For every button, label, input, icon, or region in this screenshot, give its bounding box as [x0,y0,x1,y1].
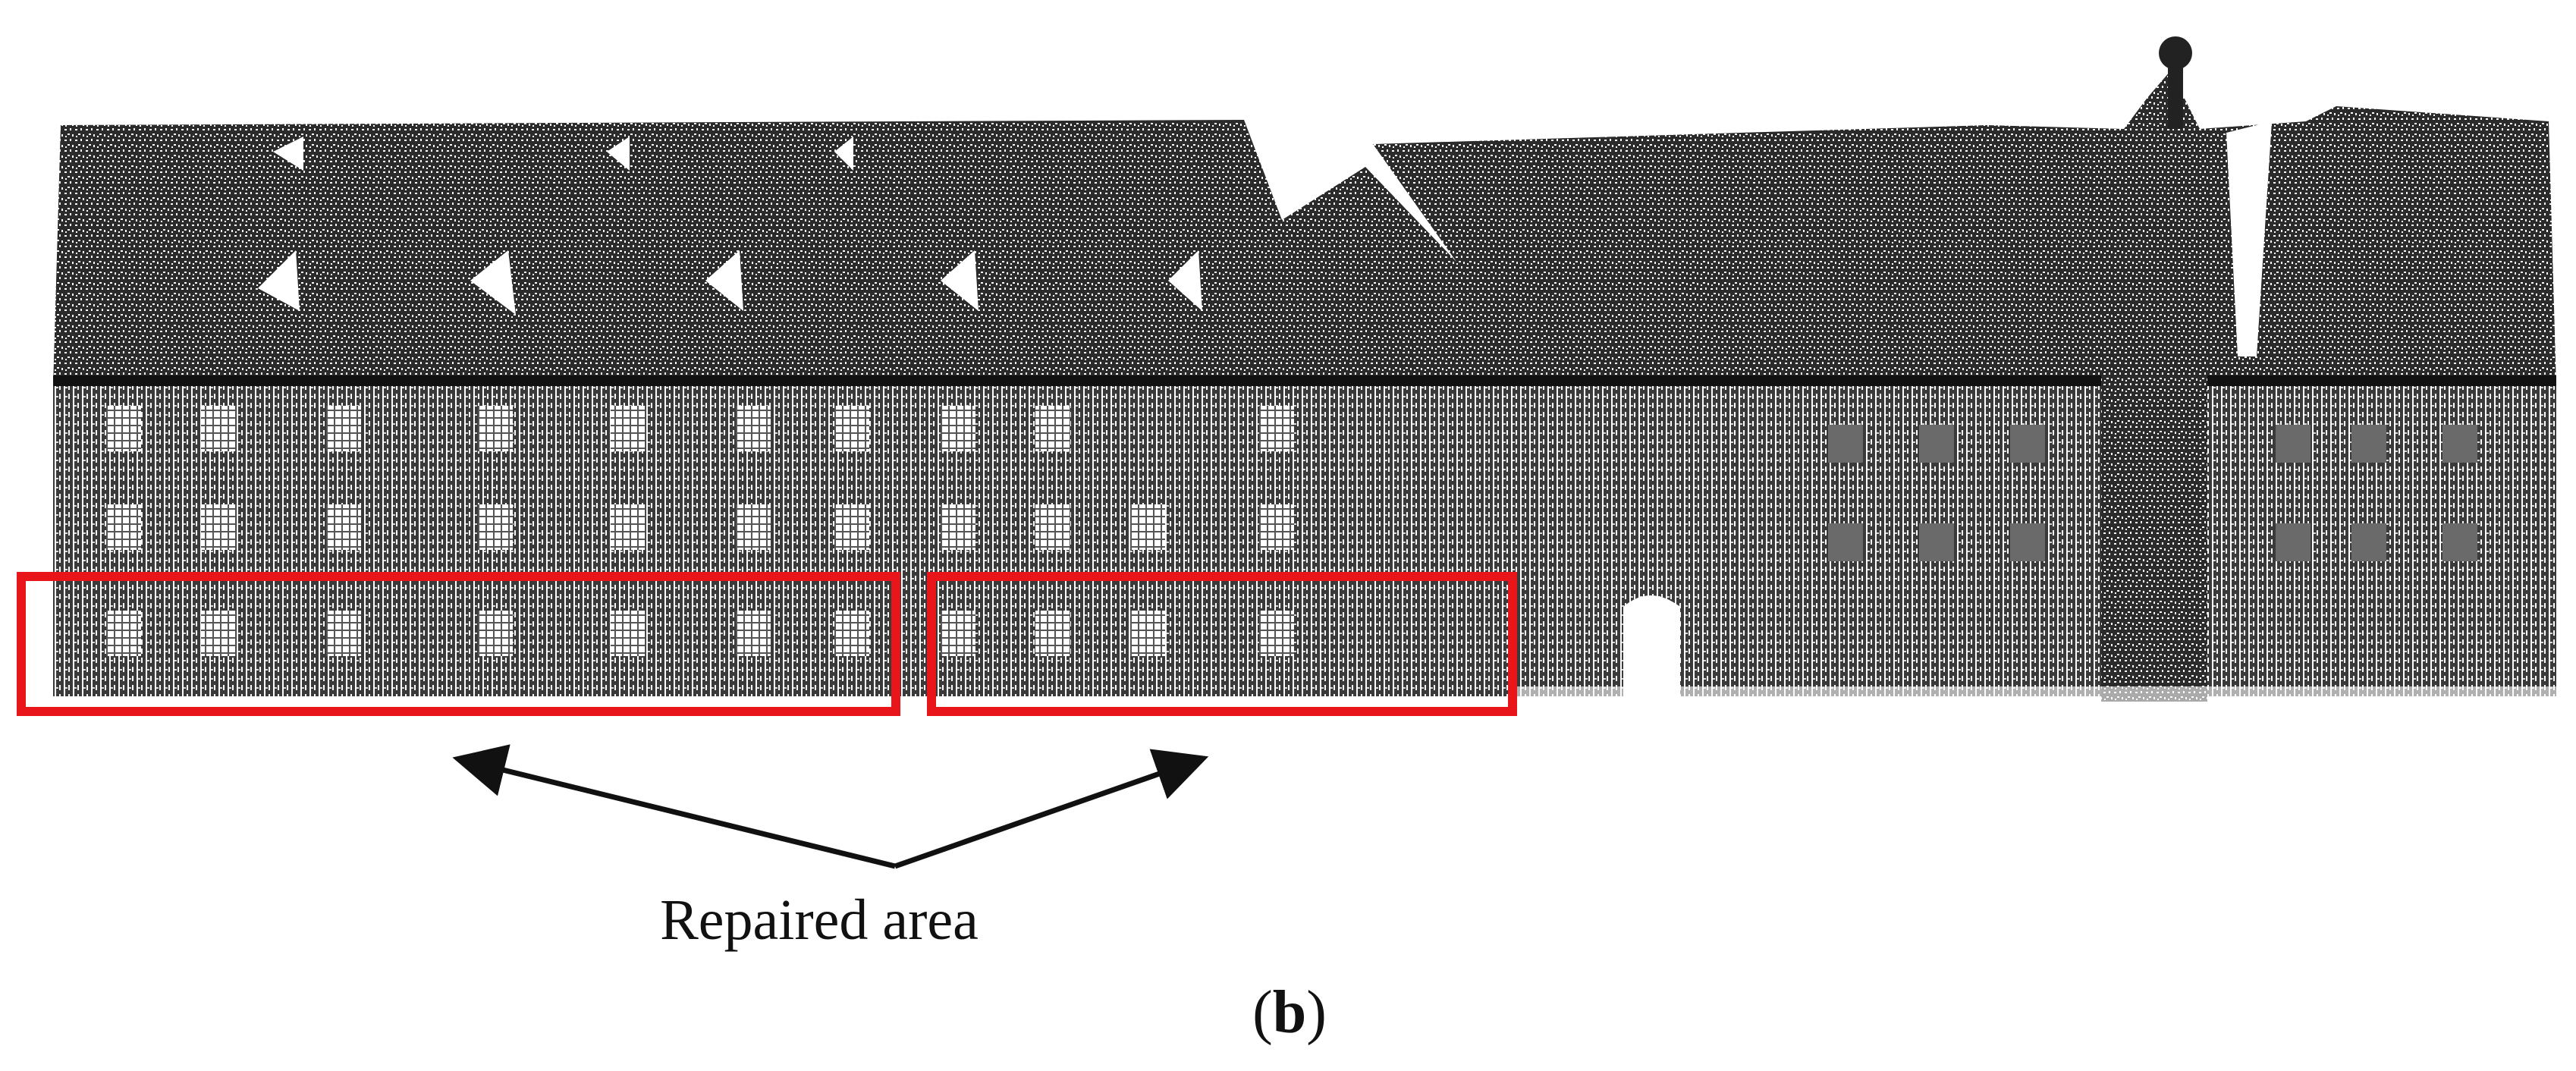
window [478,611,513,656]
window [1035,406,1070,451]
window [834,406,869,451]
facade-wall-point-cloud [53,228,2556,702]
window [2010,425,2045,463]
window [1035,611,1070,656]
window [736,406,771,451]
window [478,504,513,550]
facade-windows [106,406,2477,656]
repaired-area-label: Repaired area [660,888,979,952]
window [834,611,869,656]
window [106,406,141,451]
window [1259,406,1294,451]
window [2442,425,2477,463]
window [611,504,646,550]
window [1035,504,1070,550]
window [2351,425,2386,463]
window [1919,523,1954,561]
panel-label: (b) [1252,979,1327,1046]
window [2010,523,2045,561]
window [1259,611,1294,656]
window [106,504,141,550]
repaired-area-box-right [927,572,1517,716]
window [1130,611,1165,656]
window [941,504,975,550]
roof-point-cloud [53,36,2556,387]
window [611,611,646,656]
window [326,611,361,656]
window [941,611,975,656]
window [2276,523,2311,561]
window [201,406,236,451]
window [1259,504,1294,550]
window [834,504,869,550]
window [326,406,361,451]
repaired-area-box-left [17,572,900,716]
window [326,504,361,550]
window [736,504,771,550]
window [1828,425,1863,463]
window [1828,523,1863,561]
window [1919,425,1954,463]
window [106,611,141,656]
window [478,406,513,451]
window [201,611,236,656]
window [941,406,975,451]
window [1130,504,1165,550]
window [201,504,236,550]
window [736,611,771,656]
window [2351,523,2386,561]
window [611,406,646,451]
annotation-arrows [452,744,1209,869]
window [2276,425,2311,463]
window [2442,523,2477,561]
